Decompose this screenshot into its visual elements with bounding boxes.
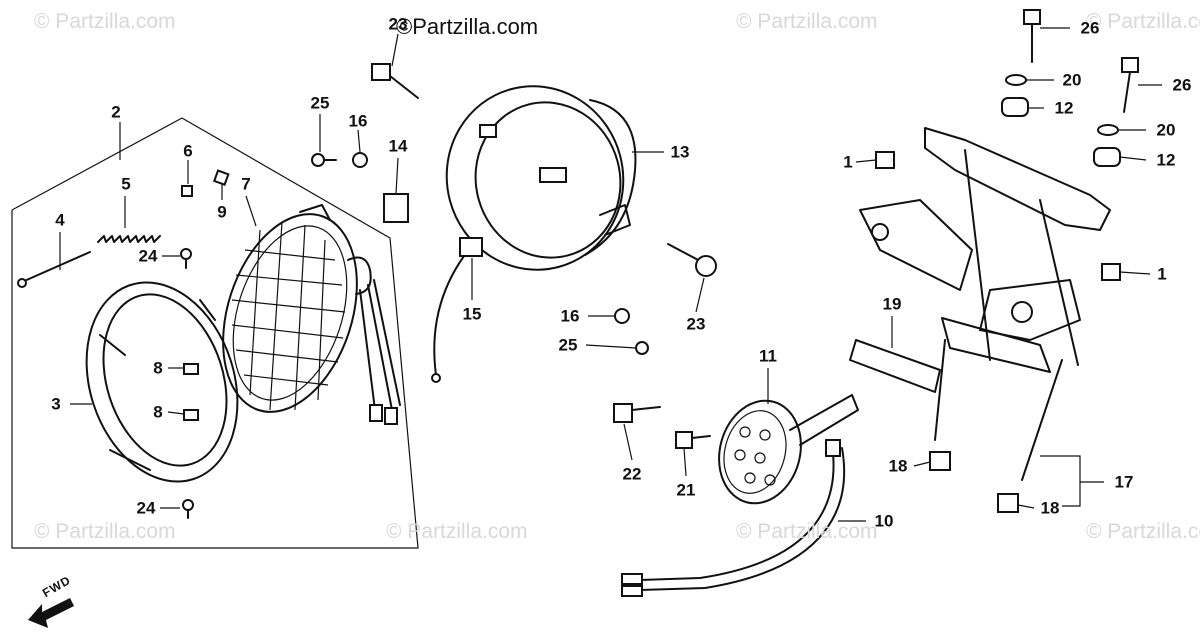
part-20-washer-b xyxy=(1097,124,1119,136)
callout-18a: 18 xyxy=(888,456,908,476)
callout-24b: 24 xyxy=(136,498,156,518)
part-7-sealed-beam xyxy=(222,204,401,425)
watermark: © Partzilla.com xyxy=(736,520,878,543)
callout-2: 2 xyxy=(111,102,121,122)
callout-12b: 12 xyxy=(1156,150,1176,170)
part-9-clip xyxy=(212,169,230,186)
watermark: © Partzilla.com xyxy=(736,10,878,33)
callout-4: 4 xyxy=(55,210,65,230)
callout-8b: 8 xyxy=(153,402,163,422)
part-22-bolt xyxy=(613,403,661,423)
callout-23b: 23 xyxy=(686,314,706,334)
watermark: © Partzilla.com xyxy=(386,520,528,543)
callout-5: 5 xyxy=(121,174,131,194)
callout-6: 6 xyxy=(183,141,193,161)
part-1-collar-b xyxy=(1101,263,1121,281)
watermark: © Partzilla.com xyxy=(1086,520,1200,543)
callout-15: 15 xyxy=(462,304,482,324)
part-1-collar-a xyxy=(875,151,895,169)
part-10-harness xyxy=(621,439,846,597)
part-15-wire xyxy=(431,237,483,383)
callout-16b: 16 xyxy=(560,306,580,326)
callout-17: 17 xyxy=(1114,472,1134,492)
part-6-nut xyxy=(181,185,193,197)
callout-3: 3 xyxy=(51,394,61,414)
part-11-horn xyxy=(718,394,859,505)
part-23-bolt-upper xyxy=(371,63,419,99)
part-26-bolt-a xyxy=(1023,9,1041,63)
part-20-washer-a xyxy=(1005,74,1027,86)
callout-23a: 23 xyxy=(388,14,408,34)
callout-20b: 20 xyxy=(1156,120,1176,140)
callout-25a: 25 xyxy=(310,93,330,113)
callout-18b: 18 xyxy=(1040,498,1060,518)
part-12-rubber-a xyxy=(1001,97,1029,117)
callout-12a: 12 xyxy=(1054,98,1074,118)
callout-1a: 1 xyxy=(843,152,853,172)
part-18-collar-b xyxy=(997,493,1019,513)
part-13-headlight-case xyxy=(445,85,637,271)
callout-25b: 25 xyxy=(558,335,578,355)
part-16-grommet-upper xyxy=(352,152,368,168)
part-3-headlight-rim xyxy=(85,281,239,483)
site-title: ©Partzilla.com xyxy=(396,14,539,39)
part-21-bolt xyxy=(675,431,711,449)
callout-11: 11 xyxy=(759,346,777,366)
callout-26b: 26 xyxy=(1172,75,1192,95)
part-18-collar-a xyxy=(929,451,951,471)
callout-13: 13 xyxy=(670,142,690,162)
leader-lines xyxy=(59,27,1162,522)
callout-22: 22 xyxy=(622,464,642,484)
part-16-grommet-lower xyxy=(614,308,630,324)
callout-7: 7 xyxy=(241,174,251,194)
callout-8a: 8 xyxy=(153,358,163,378)
watermark: © Partzilla.com xyxy=(34,520,176,543)
callout-26a: 26 xyxy=(1080,18,1100,38)
headlight-bracket xyxy=(849,127,1111,481)
part-24-screw-b xyxy=(182,499,194,519)
callout-10: 10 xyxy=(874,511,894,531)
watermark: © Partzilla.com xyxy=(34,10,176,33)
fwd-arrow xyxy=(28,598,74,628)
part-25-screw-lower xyxy=(635,341,649,355)
callout-9: 9 xyxy=(217,202,227,222)
watermark: © Partzilla.com xyxy=(1086,10,1200,33)
part-26-bolt-b xyxy=(1121,57,1139,113)
callout-20a: 20 xyxy=(1062,70,1082,90)
callout-21: 21 xyxy=(676,480,696,500)
part-14-clip xyxy=(383,193,409,223)
callout-16a: 16 xyxy=(348,111,368,131)
part-12-rubber-b xyxy=(1093,147,1121,167)
callout-19: 19 xyxy=(882,294,902,314)
callout-1b: 1 xyxy=(1157,264,1167,284)
part-25-screw-upper xyxy=(311,153,337,167)
part-5-spring xyxy=(97,235,161,243)
part-23-bolt-lower xyxy=(667,243,717,277)
callout-14: 14 xyxy=(388,136,408,156)
callout-24a: 24 xyxy=(138,246,158,266)
part-24-screw-a xyxy=(180,248,192,269)
assembly-outline xyxy=(11,117,419,549)
part-4-screw xyxy=(17,251,91,288)
